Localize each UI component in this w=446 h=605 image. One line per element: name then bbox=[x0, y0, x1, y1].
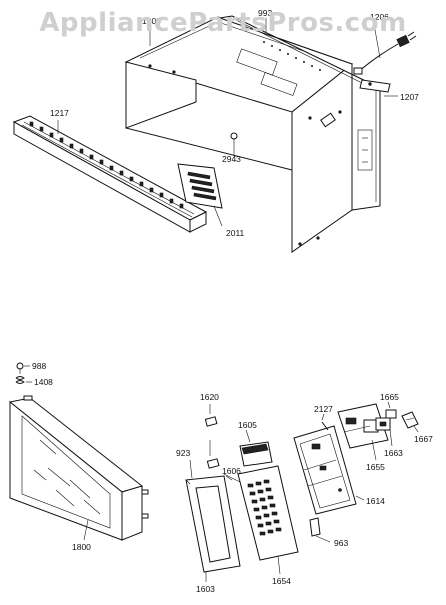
relay-board-1655 bbox=[337, 403, 389, 449]
label-2127: 2127 bbox=[314, 404, 333, 414]
screw-2127 bbox=[321, 421, 329, 431]
screw-2943 bbox=[230, 132, 238, 146]
choke-panel-1606 bbox=[223, 473, 241, 483]
label-1800: 1800 bbox=[72, 542, 91, 552]
latch-part-1620-lower bbox=[206, 458, 220, 469]
lower-leader-lines bbox=[24, 365, 419, 582]
label-1620: 1620 bbox=[200, 392, 219, 402]
power-cord-1206 bbox=[353, 31, 417, 75]
label-2011: 2011 bbox=[226, 228, 245, 238]
label-988: 988 bbox=[32, 361, 46, 371]
label-1614: 1614 bbox=[366, 496, 385, 506]
door-assembly-1800 bbox=[8, 395, 149, 541]
label-1654: 1654 bbox=[272, 576, 291, 586]
latch-part-1620-upper bbox=[204, 416, 218, 427]
vent-panel-2011 bbox=[177, 163, 223, 209]
label-1200: 1200 bbox=[142, 16, 161, 26]
control-board-1614 bbox=[293, 425, 357, 515]
upper-leader-lines bbox=[57, 18, 398, 227]
label-1663: 1663 bbox=[384, 448, 403, 458]
bracket-1667 bbox=[401, 411, 419, 429]
label-993: 993 bbox=[258, 8, 272, 18]
label-1605: 1605 bbox=[238, 420, 257, 430]
part-1665 bbox=[385, 409, 397, 419]
label-1665: 1665 bbox=[380, 392, 399, 402]
membrane-1605 bbox=[239, 441, 273, 467]
switch-1663 bbox=[375, 417, 391, 431]
front-grille-1217 bbox=[12, 115, 208, 233]
label-1217: 1217 bbox=[50, 108, 69, 118]
door-frame-1603 bbox=[185, 475, 241, 573]
hinge-spring-1408 bbox=[15, 376, 25, 384]
label-1603: 1603 bbox=[196, 584, 215, 594]
cord-bracket-1207 bbox=[359, 79, 391, 93]
screw-988 bbox=[16, 362, 24, 374]
watermark-text: AppliancePartsPros.com bbox=[39, 8, 407, 38]
label-963: 963 bbox=[334, 538, 348, 548]
label-2943: 2943 bbox=[222, 154, 241, 164]
label-1606: 1606 bbox=[222, 466, 241, 476]
label-1667: 1667 bbox=[414, 434, 433, 444]
label-1207: 1207 bbox=[400, 92, 419, 102]
latch-963 bbox=[309, 517, 321, 537]
label-923: 923 bbox=[176, 448, 190, 458]
control-keypad-1654 bbox=[237, 465, 299, 561]
label-1206: 1206 bbox=[370, 12, 389, 22]
label-1408: 1408 bbox=[34, 377, 53, 387]
outer-case-1200 bbox=[124, 16, 354, 253]
label-1655: 1655 bbox=[366, 462, 385, 472]
